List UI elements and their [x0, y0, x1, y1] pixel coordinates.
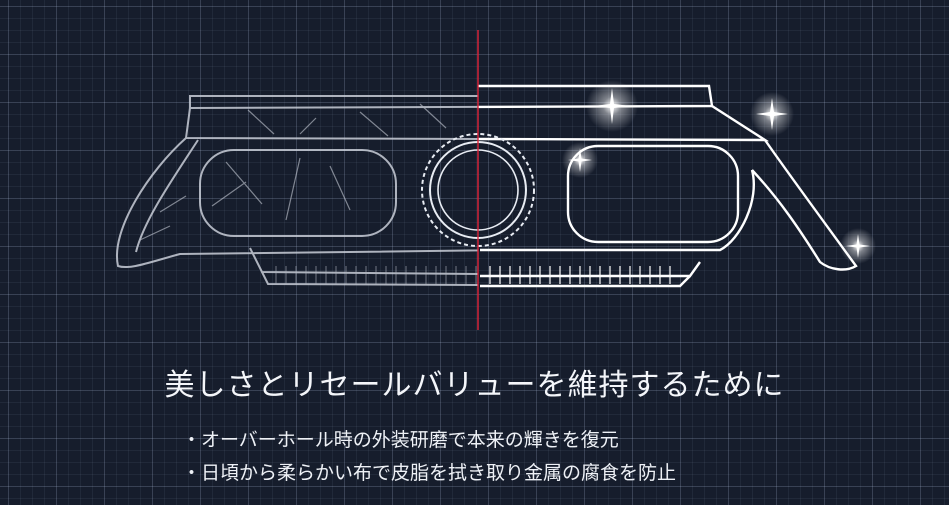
sparkle-icon — [750, 92, 794, 136]
benefit-list: ・オーバーホール時の外装研磨で本来の輝きを復元 ・日頃から柔らかい布で皮脂を拭き… — [182, 424, 676, 490]
polished-case-half — [478, 84, 858, 288]
sparkle-icon — [840, 228, 876, 264]
sparkle-icon — [586, 80, 638, 132]
headline: 美しさとリセールバリューを維持するために — [164, 368, 785, 403]
sparkle-icon — [562, 142, 598, 178]
benefit-item-daily-care: ・日頃から柔らかい布で皮脂を拭き取り金属の腐食を防止 — [182, 462, 677, 484]
benefit-item-polishing: ・オーバーホール時の外装研磨で本来の輝きを復元 — [182, 429, 619, 451]
worn-case-half — [115, 95, 478, 287]
